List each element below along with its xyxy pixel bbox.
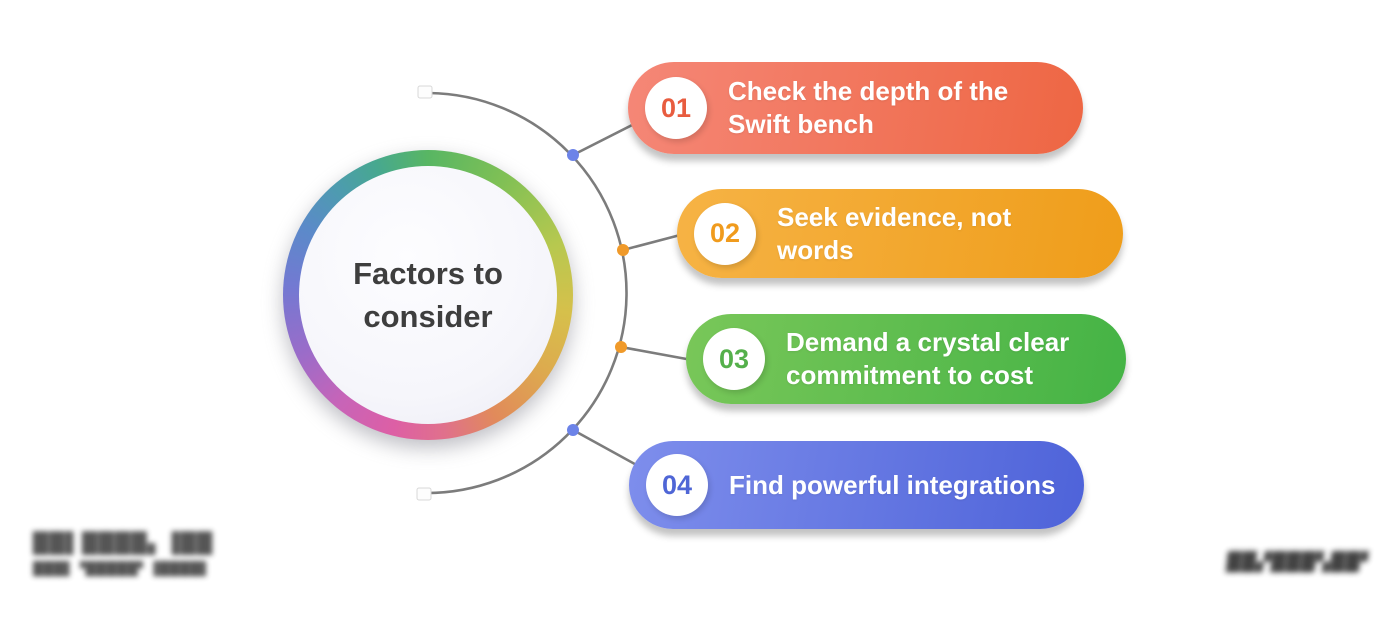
factor-pill-3: 03 Demand a crystal clear commitment to … [686, 314, 1126, 404]
connector-branch-2 [622, 232, 685, 252]
connector-node-4 [567, 424, 579, 436]
connector-node-1 [567, 149, 579, 161]
factor-pill-4: 04 Find powerful integrations [629, 441, 1084, 529]
factor-number-badge-2: 02 [694, 202, 756, 265]
watermark-left-line2: ███▌▝█████▘▐████▌ [33, 562, 212, 577]
watermark-left-line1: ██▌████▖▐██ [33, 531, 214, 555]
connector-endpoint-bottom [416, 487, 432, 501]
connector-endpoint-top [417, 85, 433, 99]
factor-label-4: Find powerful integrations [729, 469, 1056, 500]
factor-label-1: Check the depth of the Swift bench [728, 76, 1009, 139]
factor-pill-2: 02 Seek evidence, not words [677, 189, 1123, 278]
factor-number-badge-1: 01 [645, 77, 707, 139]
factor-number-badge-3: 03 [703, 328, 765, 390]
connector-branch-3 [620, 345, 693, 362]
connector-node-3 [615, 341, 627, 353]
factor-pill-1: 01 Check the depth of the Swift bench [628, 62, 1083, 154]
watermark-logo-left: ██▌████▖▐██ ███▌▝█████▘▐████▌ [33, 531, 213, 577]
center-circle: Factors to consider [299, 166, 557, 424]
connector-node-2 [617, 244, 629, 256]
center-circle-ring: Factors to consider [283, 150, 573, 440]
connector-branch-4 [572, 428, 643, 470]
factor-label-2: Seek evidence, not words [777, 201, 1012, 265]
factor-number-badge-4: 04 [646, 454, 708, 516]
factor-label-3: Demand a crystal clear commitment to cos… [786, 327, 1070, 390]
watermark-logo-right: ██▞███▚██▘ [1225, 552, 1377, 573]
center-title: Factors to consider [353, 256, 503, 334]
